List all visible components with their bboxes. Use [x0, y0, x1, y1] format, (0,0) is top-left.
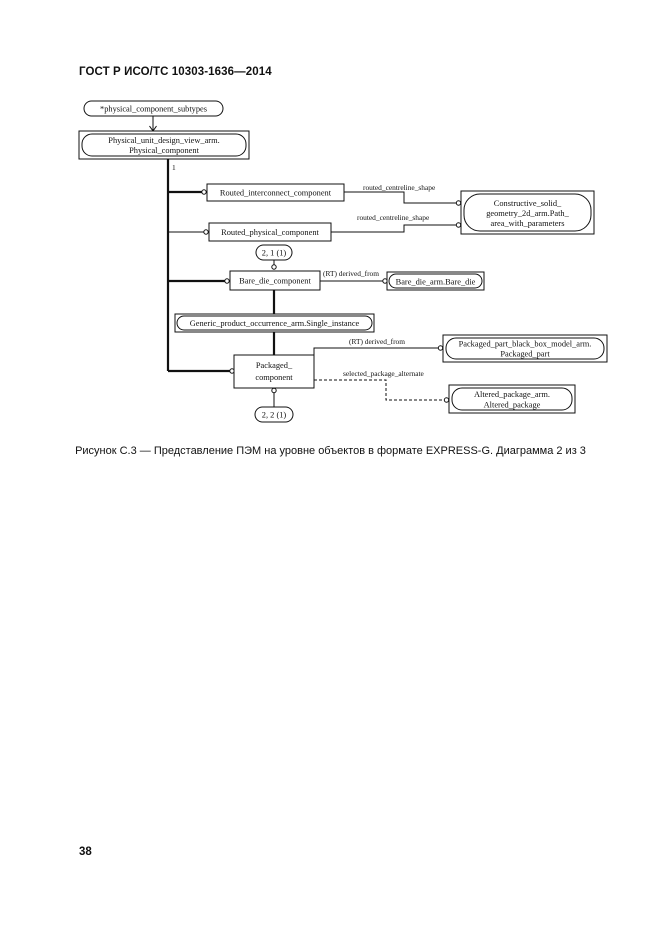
page-ref-2-oval	[254, 406, 294, 423]
subtypes-label: *physical_component_subtypes	[100, 105, 207, 114]
bare-die-label: Bare_die_arm.Bare_die	[396, 278, 476, 287]
bare-die-box	[386, 271, 485, 291]
csg-label-1: Constructive_solid_	[494, 199, 562, 208]
altered-package-label-2: Altered_package	[484, 401, 541, 410]
packaged-part-label-2: Packaged_part	[500, 350, 550, 359]
packaged-part-inner	[445, 337, 605, 360]
packaged-part-box	[442, 334, 608, 363]
figure-caption: Рисунок С.3 — Представление ПЭМ на уровн…	[75, 445, 586, 457]
relation-derived-1-label: (RT) derived_from	[323, 269, 379, 278]
csg-label-2: geometry_2d_arm.Path_	[486, 209, 569, 218]
relation-centreline-2	[331, 224, 456, 233]
cardinality-label: 1	[172, 163, 176, 172]
relation-derived-2-label: (RT) derived_from	[349, 337, 405, 346]
relation-derived-2-end	[437, 345, 444, 351]
physical-component-inner	[81, 133, 247, 157]
relation-selected-label: selected_package_alternate	[343, 369, 425, 378]
altered-package-box	[448, 384, 576, 414]
packaged-component-label-1: Packaged_	[256, 361, 293, 370]
packaged-part-label-1: Packaged_part_black_box_model_arm.	[459, 340, 592, 349]
page-ref-2-label: 2, 2 (1)	[262, 411, 287, 420]
relation-centreline-1-end	[455, 200, 462, 206]
relation-derived-2	[313, 347, 438, 362]
generic-occurrence-box	[174, 313, 375, 333]
altered-package-label-1: Altered_package_arm.	[474, 390, 550, 399]
page-ref-1-label: 2, 1 (1)	[262, 249, 287, 258]
physical-component-box	[78, 130, 250, 160]
packaged-component-label-2: component	[255, 373, 293, 382]
branch-routed-interconnect-end	[201, 189, 207, 195]
relation-centreline-1-label: routed_centreline_shape	[363, 183, 436, 192]
altered-package-inner	[451, 387, 573, 411]
physical-component-label-2: Physical_component	[129, 146, 199, 155]
csg-inner	[463, 193, 592, 232]
generic-occurrence-label: Generic_product_occurrence_arm.Single_in…	[190, 319, 360, 328]
generic-occurrence-inner	[176, 315, 373, 331]
page-ref-1-end	[271, 264, 277, 270]
csg-label-3: area_with_parameters	[491, 219, 565, 228]
relation-centreline-2-end	[455, 222, 462, 228]
routed-interconnect-label: Routed_interconnect_component	[220, 189, 332, 198]
bare-die-component-label: Bare_die_component	[239, 277, 311, 286]
packaged-component-box	[233, 354, 315, 389]
branch-bare-die-end	[224, 278, 230, 284]
relation-centreline-1	[344, 191, 456, 204]
csg-box	[460, 190, 595, 235]
bare-die-inner	[388, 273, 483, 289]
relation-selected	[314, 379, 444, 401]
page-number: 38	[79, 846, 92, 858]
page-ref-2-start	[271, 387, 277, 394]
document-header: ГОСТ Р ИСО/ТС 10303-1636—2014	[79, 66, 272, 78]
branch-routed-physical-end	[203, 229, 209, 235]
routed-physical-label: Routed_physical_component	[221, 228, 319, 237]
relation-selected-end	[443, 397, 450, 403]
relation-centreline-2-label: routed_centreline_shape	[357, 213, 430, 222]
physical-component-label-1: Physical_unit_design_view_arm.	[108, 136, 219, 145]
